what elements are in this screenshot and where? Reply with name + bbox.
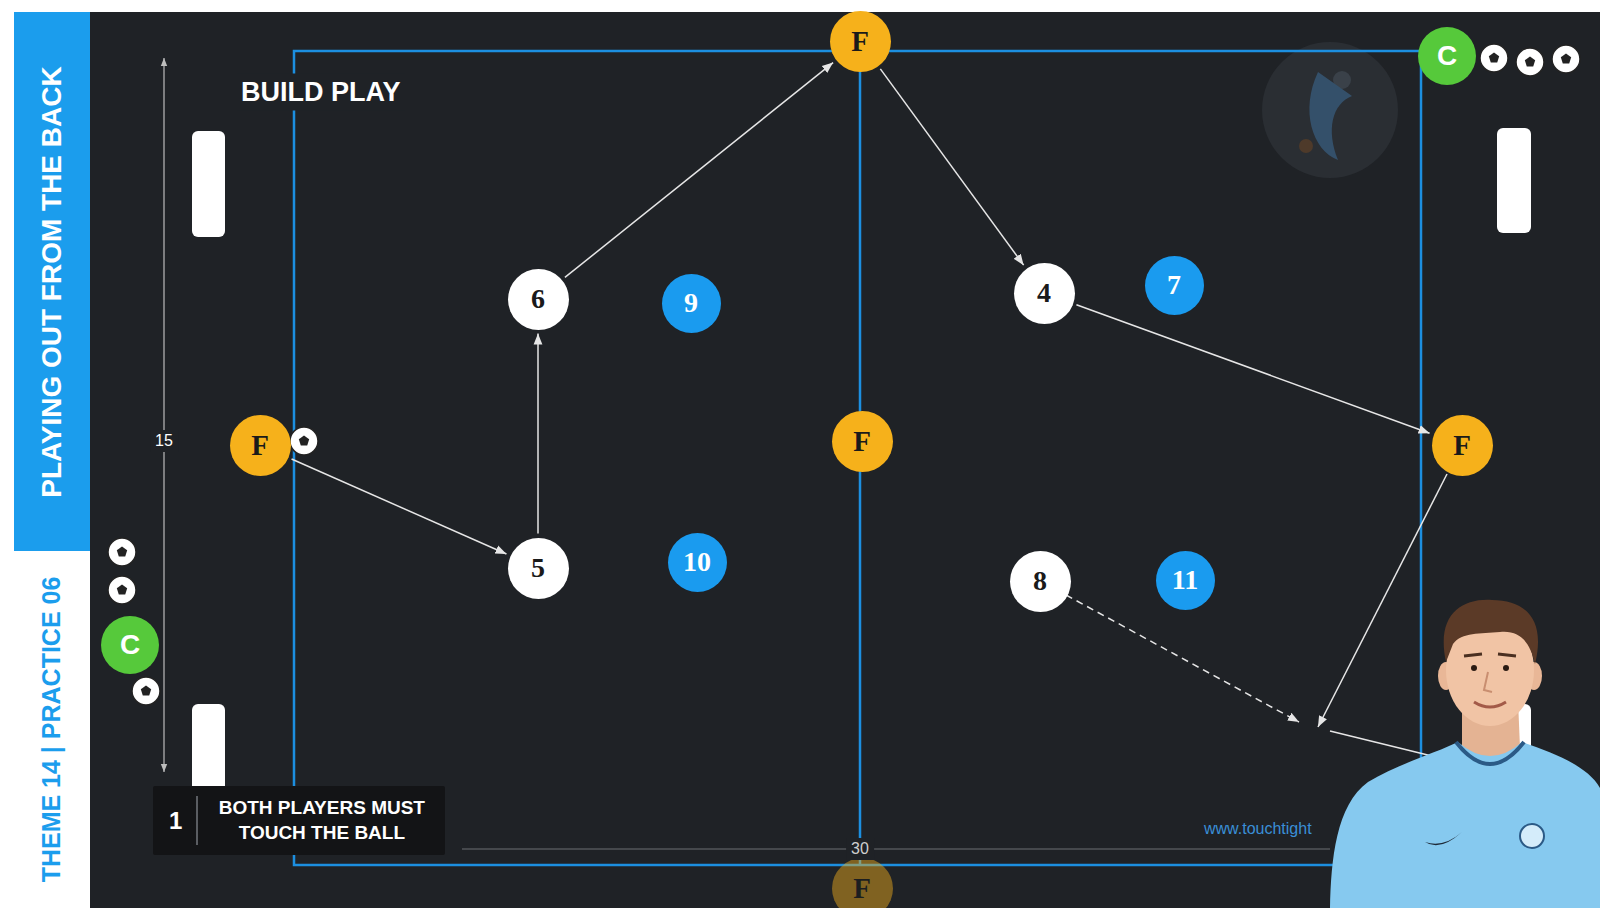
opponent-circle: 11 — [1156, 551, 1215, 610]
feeder-circle: F — [832, 411, 893, 472]
player-circle: 8 — [1010, 551, 1071, 612]
ball — [1516, 48, 1544, 76]
title-band: PLAYING OUT FROM THE BACK — [14, 12, 90, 551]
band-heading: PLAYING OUT FROM THE BACK — [36, 66, 68, 497]
ball-patch — [117, 585, 127, 595]
ball-patch — [1525, 57, 1535, 67]
ball-patch — [141, 686, 151, 696]
note-text: BOTH PLAYERS MUST TOUCH THE BALL — [196, 796, 429, 845]
ball-body — [108, 576, 136, 604]
goal — [192, 131, 225, 237]
logo-ball — [1299, 139, 1313, 153]
shirt-collar — [1456, 742, 1524, 764]
dimension-line — [462, 848, 1330, 849]
opponent-circle: 7 — [1145, 256, 1204, 315]
ball — [108, 538, 136, 566]
player-eye — [1471, 665, 1477, 671]
opponent-circle: 10 — [668, 533, 727, 592]
feeder-circle: F — [230, 415, 291, 476]
ball-body — [1516, 48, 1544, 76]
title-holder: BUILD PLAY — [237, 74, 405, 111]
pass-arrow — [292, 459, 507, 554]
label-holder: 30 — [846, 838, 874, 860]
player-shirt — [1330, 742, 1600, 908]
shot-line — [1330, 731, 1440, 758]
label-holder: 15 — [150, 430, 178, 452]
pass-arrow — [537, 334, 539, 534]
label-holder: www.touchtight — [1199, 818, 1317, 840]
player-hair — [1444, 600, 1538, 664]
note-text: 1 — [169, 807, 182, 835]
feeder-letter: F — [251, 429, 269, 462]
dimension-line — [163, 58, 164, 772]
coach-letter: C — [120, 629, 140, 661]
logo-watermark — [1262, 42, 1398, 178]
feeder-letter: F — [851, 25, 869, 58]
watermark-url: www.touchtight — [1199, 818, 1317, 840]
player-nose — [1484, 672, 1492, 692]
player-number: 4 — [1037, 277, 1051, 309]
note-box: 1 BOTH PLAYERS MUST TOUCH THE BALL — [153, 786, 445, 855]
logo-figure — [1309, 72, 1352, 160]
ball-patch — [1561, 54, 1571, 64]
player-circle: 6 — [508, 269, 569, 330]
feeder-letter: F — [853, 425, 871, 458]
shirt-badge — [1520, 824, 1544, 848]
feeder-circle: F — [830, 11, 891, 72]
pass-arrow — [880, 69, 1023, 265]
ball-patch — [299, 436, 309, 446]
player-number: 9 — [684, 287, 698, 319]
coach-letter: C — [1437, 40, 1457, 72]
ball-patch — [1489, 53, 1499, 63]
ball — [290, 427, 318, 455]
ball-body — [108, 538, 136, 566]
ball-body — [290, 427, 318, 455]
ball — [132, 677, 160, 705]
player-brows — [1464, 654, 1516, 656]
ball — [1480, 44, 1508, 72]
pass-arrow — [565, 63, 833, 278]
shirt-logo — [1425, 832, 1462, 845]
band-heading: THEME 14 | PRACTICE 06 — [38, 577, 67, 883]
ball-body — [1480, 44, 1508, 72]
ball-body — [132, 677, 160, 705]
coach-circle: C — [1418, 27, 1476, 85]
ball-patch — [117, 547, 127, 557]
pass-to-space — [1318, 474, 1447, 727]
player-circle: 4 — [1014, 263, 1075, 324]
player-number: 8 — [1033, 565, 1047, 597]
coach-circle: C — [101, 616, 159, 674]
feeder-letter: F — [853, 872, 871, 905]
pitch-outline — [294, 51, 1421, 865]
feeder-letter: F — [1453, 429, 1471, 462]
dimension-label: 30 — [846, 838, 874, 860]
player-number: 11 — [1172, 564, 1198, 596]
opponent-circle: 9 — [662, 274, 721, 333]
ball — [108, 576, 136, 604]
player-illustration — [1330, 600, 1600, 908]
pass-arrow — [1076, 305, 1429, 433]
goal — [1497, 128, 1531, 233]
player-number: 7 — [1167, 269, 1181, 301]
ball — [1552, 45, 1580, 73]
player-mouth — [1474, 702, 1506, 707]
player-number: 10 — [683, 546, 711, 578]
feeder-circle: F — [1432, 415, 1493, 476]
player-number: 6 — [531, 283, 545, 315]
title-band: THEME 14 | PRACTICE 06 — [14, 551, 90, 908]
player-circle: 5 — [508, 538, 569, 599]
diagram-title: BUILD PLAY — [237, 74, 405, 111]
player-number: 5 — [531, 552, 545, 584]
player-eye — [1503, 665, 1509, 671]
dimension-label: 15 — [150, 430, 178, 452]
feeder-circle: F — [832, 858, 893, 908]
player-run — [1066, 595, 1299, 722]
ball-body — [1552, 45, 1580, 73]
